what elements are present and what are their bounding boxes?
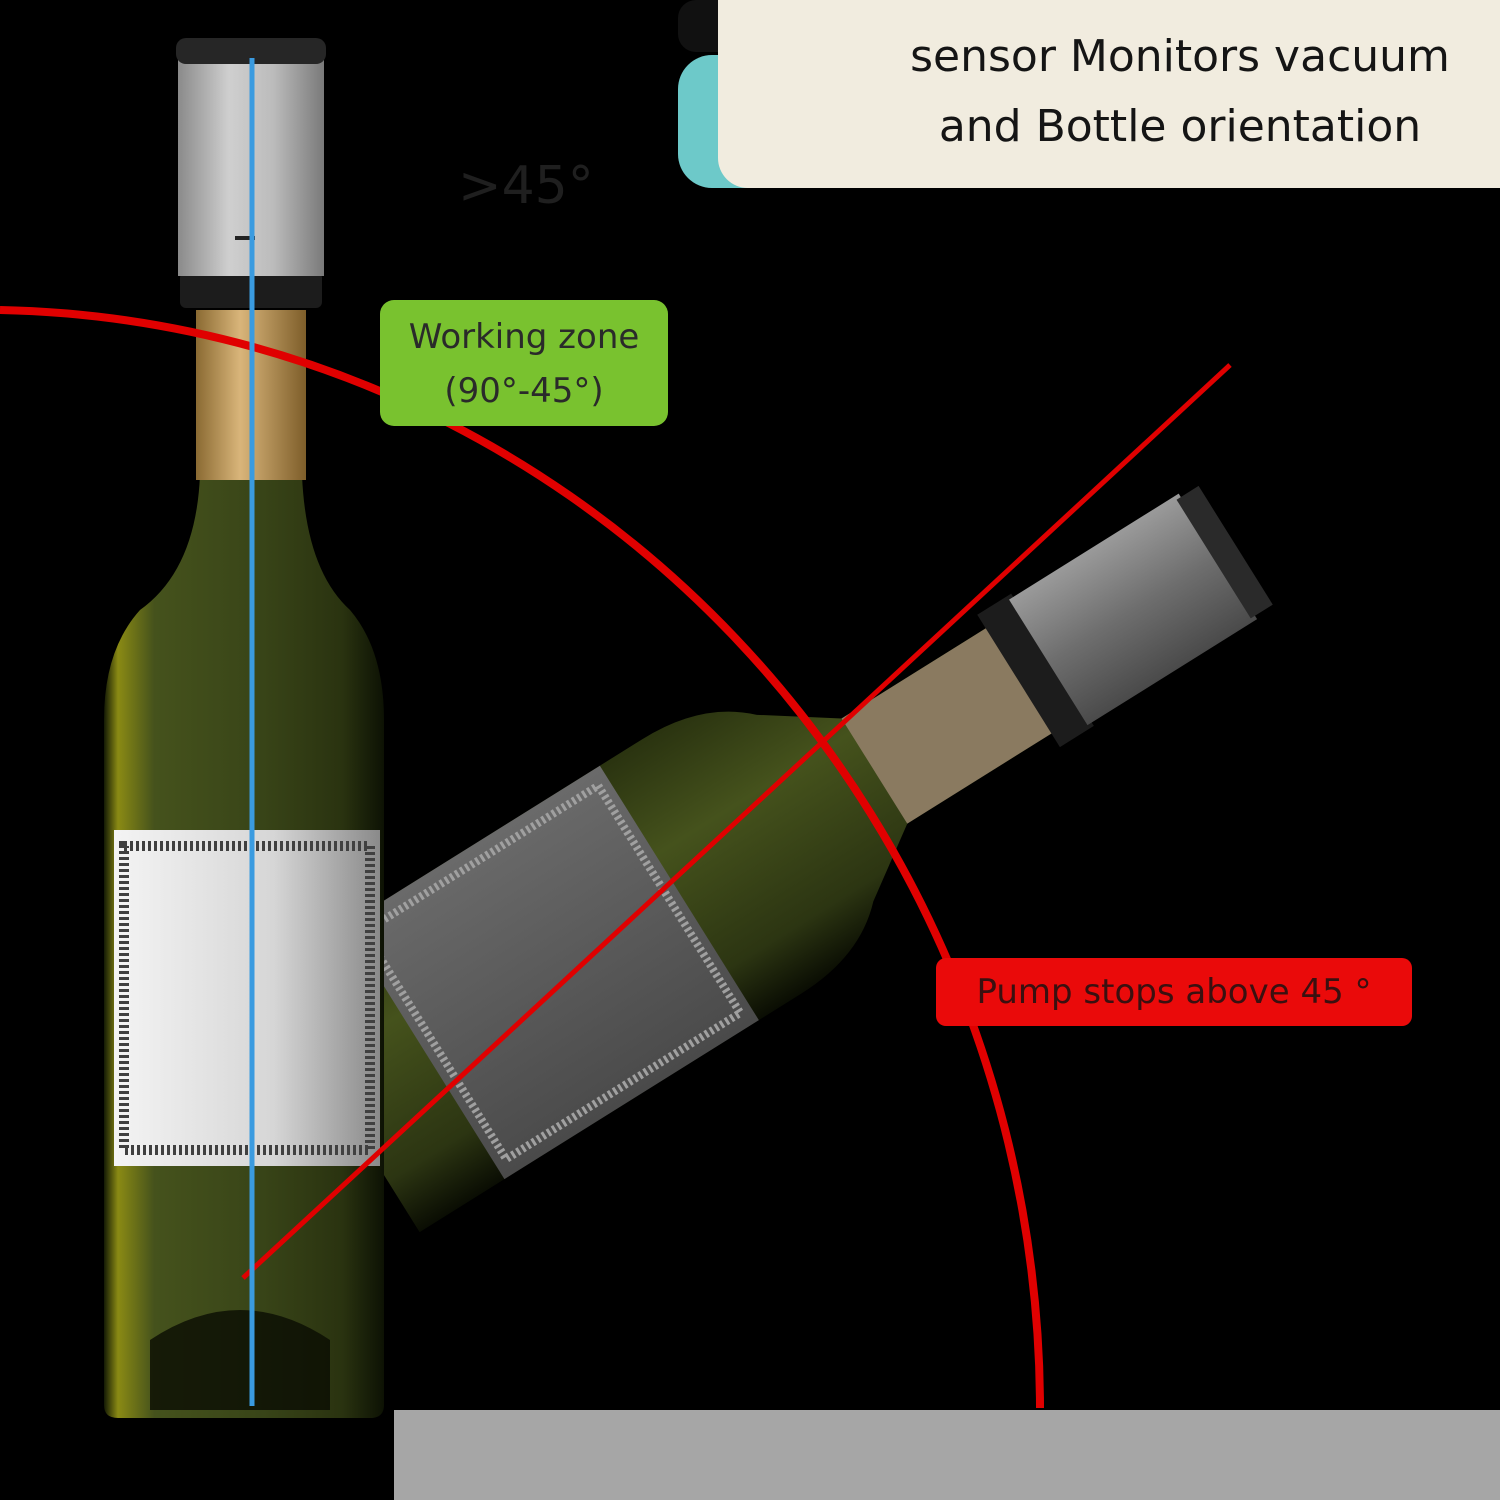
- tilted-bottle: [260, 485, 1273, 1233]
- header-card: [718, 0, 1500, 188]
- working-zone-title: Working zone: [408, 317, 640, 357]
- pump-stop-badge: Pump stops above 45 °: [936, 958, 1412, 1026]
- working-zone-range: (90°-45°): [444, 371, 604, 411]
- tilt-axis: [241, 363, 1232, 1280]
- angle-label: >45°: [458, 156, 594, 216]
- floor-strip: [394, 1410, 1500, 1500]
- header-line-2: and Bottle orientation: [938, 101, 1422, 152]
- header-title: sensor Monitors vacuum and Bottle orient…: [862, 22, 1498, 162]
- header-line-1: sensor Monitors vacuum: [910, 31, 1450, 82]
- working-zone-badge: Working zone (90°-45°): [380, 300, 668, 426]
- upright-bottle: [104, 38, 384, 1418]
